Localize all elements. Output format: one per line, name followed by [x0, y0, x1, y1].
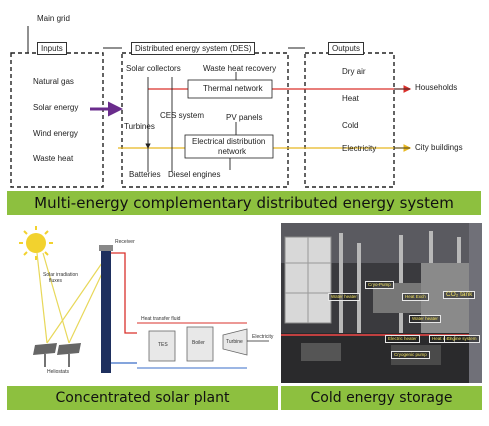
tag-water-heater-2: Water heater: [409, 315, 441, 323]
main-grid-label: Main grid: [37, 14, 70, 23]
heat-transfer-fluid-label: Heat transfer fluid: [141, 316, 181, 322]
receiver-label: Receiver: [115, 239, 135, 245]
output-dry-air: Dry air: [342, 67, 366, 76]
des-header: Distributed energy system (DES): [131, 42, 256, 55]
solar-flux-label-1: Solar irradiation: [43, 272, 79, 278]
ces-system-label: CES system: [160, 111, 205, 120]
city-buildings-label: City buildings: [415, 143, 463, 152]
output-cold: Cold: [342, 121, 359, 130]
tag-heat-exch: Heat Exch: [402, 293, 429, 301]
pv-panels-label: PV panels: [226, 113, 263, 122]
des-box: [121, 52, 289, 188]
solar-rays: [36, 252, 108, 344]
tes-box: [148, 330, 176, 362]
input-natural-gas: Natural gas: [33, 77, 74, 86]
cold-storage-panel: Cryo-Pump Heat Exch CO₂ tank Water heate…: [281, 223, 482, 413]
electrical-network-label-1: Electrical distribution: [192, 137, 266, 146]
electricity-label: Electricity: [252, 334, 274, 340]
tag-water-heater-1: Water heater: [328, 293, 360, 301]
turbine-label: Turbine: [226, 339, 243, 345]
tag-engine-system: Engine system: [444, 335, 480, 343]
households-label: Households: [415, 83, 458, 92]
diesel-engines-label: Diesel engines: [168, 170, 221, 179]
batteries-label: Batteries: [129, 170, 161, 179]
boiler-box: [186, 326, 214, 362]
electrical-network-label-2: network: [218, 147, 247, 156]
tes-label: TES: [158, 342, 168, 348]
tag-electric-heater: Electric heater: [385, 335, 420, 343]
boiler-label: Boiler: [192, 340, 205, 346]
cold-storage-photo: [281, 223, 482, 383]
des-diagram: Main grid Inputs Distributed energy syst…: [7, 14, 481, 215]
input-waste-heat: Waste heat: [33, 154, 74, 163]
inputs-box: [10, 52, 104, 188]
solar-flux-label-2: fluxes: [49, 278, 63, 284]
tag-cryogenic-pump: Cryogenic pump: [391, 351, 430, 359]
output-electricity: Electricity: [342, 144, 377, 153]
solar-plant-banner: Concentrated solar plant: [7, 386, 278, 410]
turbine-shape: [222, 328, 248, 356]
heliostat-icons: [33, 343, 81, 367]
des-banner: Multi-energy complementary distributed e…: [7, 191, 481, 215]
inputs-header: Inputs: [37, 42, 67, 55]
outputs-header: Outputs: [328, 42, 365, 55]
tag-co2-tank: CO₂ tank: [443, 291, 476, 299]
heliostats-label: Heliostats: [47, 369, 69, 375]
solar-collectors-label: Solar collectors: [126, 64, 181, 73]
electrical-network-box: [184, 134, 274, 159]
des-diagram-lines: [10, 26, 412, 188]
thermal-network-box: [187, 79, 273, 99]
thermal-network-label: Thermal network: [203, 84, 263, 93]
output-heat: Heat: [342, 94, 359, 103]
receiver-tower: [101, 247, 111, 373]
tag-cryo-pump: Cryo-Pump: [365, 281, 394, 289]
cold-storage-banner: Cold energy storage: [281, 386, 482, 410]
waste-heat-recovery-label: Waste heat recovery: [203, 64, 277, 73]
turbines-label: Turbines: [124, 122, 155, 131]
input-wind-energy: Wind energy: [33, 129, 78, 138]
solar-plant-panel: Receiver Solar irradiation fluxes Heat t…: [7, 223, 278, 413]
solar-plant-diagram: [19, 226, 269, 373]
sun-icon: [19, 226, 53, 260]
input-solar-energy: Solar energy: [33, 103, 79, 112]
